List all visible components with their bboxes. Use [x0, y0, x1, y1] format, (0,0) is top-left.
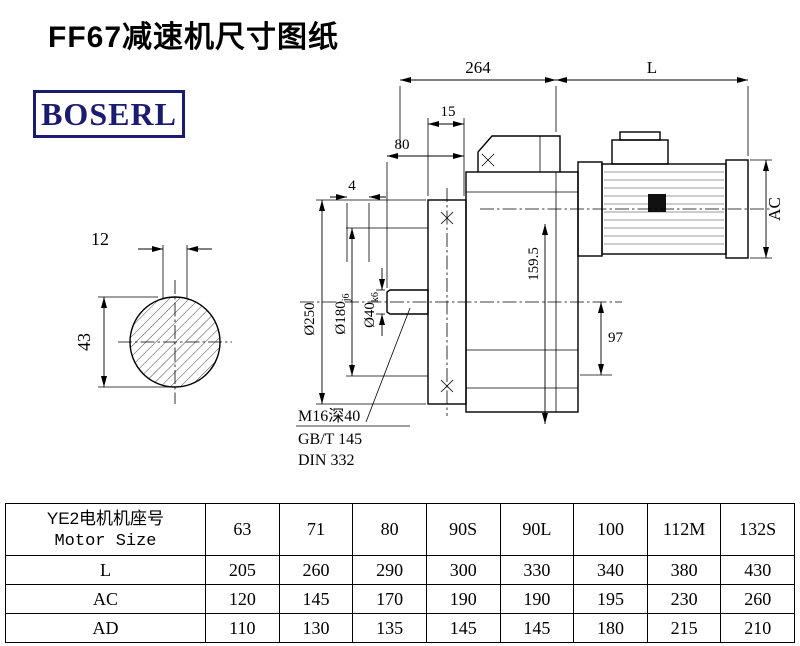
table-cell: 260: [720, 584, 795, 614]
dim-dia180-label: Ø180j6: [333, 293, 352, 334]
motor-size-table: YE2电机机座号 Motor Size 63 71 80 90S 90L 100…: [5, 503, 795, 643]
table-cell: 135: [352, 613, 427, 643]
dim-43-label: 43: [74, 333, 94, 351]
dim-AC-label: AC: [765, 197, 784, 221]
note-gbt-label: GB/T 145: [298, 431, 362, 448]
dim-shaft-height: 43: [74, 296, 170, 388]
dim-dia40: Ø40k6: [362, 268, 385, 336]
column-header: 100: [573, 503, 648, 556]
motor-nameplate: [648, 194, 666, 212]
note-din-label: DIN 332: [298, 452, 354, 469]
dim-L-label: L: [647, 58, 657, 77]
row-label: AC: [5, 584, 206, 614]
dim-97: 97: [580, 302, 624, 376]
dim-12-label: 12: [91, 229, 109, 249]
table-cell: 380: [646, 555, 722, 585]
dim-dia250-label: Ø250: [302, 302, 318, 335]
dim-80-label: 80: [395, 137, 410, 153]
table-row-AC: AC 120 145 170 190 190 195 230 260: [5, 584, 795, 614]
gear-housing: [465, 171, 579, 413]
table-cell: 145: [425, 613, 501, 643]
shaft-section-view: 12 43: [74, 229, 232, 404]
fan-cover: [725, 159, 749, 259]
dim-264-label: 264: [465, 58, 491, 77]
table-cell: 110: [205, 613, 280, 643]
table-cell: 195: [573, 584, 648, 614]
table-cell: 170: [352, 584, 427, 614]
column-header: 90L: [499, 503, 575, 556]
column-header: 132S: [720, 503, 795, 556]
dimension-annotations: 264 L 15 80: [296, 58, 784, 469]
dim-97-label: 97: [608, 330, 624, 346]
table-cell: 290: [352, 555, 427, 585]
terminal-box: [611, 139, 669, 165]
dim-15: 15: [427, 104, 465, 196]
table-cell: 330: [499, 555, 575, 585]
drawing-svg: 12 43: [74, 58, 784, 469]
dim-AC: AC: [750, 159, 784, 259]
column-header: 90S: [425, 503, 501, 556]
table-cell: 190: [499, 584, 575, 614]
column-header: 112M: [646, 503, 722, 556]
dim-80: 80: [386, 137, 464, 288]
table-cell: 340: [573, 555, 648, 585]
table-row-L: L 205 260 290 300 330 340 380 430: [5, 555, 795, 585]
header-motor-size: YE2电机机座号 Motor Size: [5, 503, 206, 556]
dim-dia180: Ø180j6: [333, 227, 428, 377]
dim-159-5: 159.5: [526, 224, 548, 424]
motor-view: [577, 131, 749, 259]
dim-dia250: Ø250: [302, 199, 426, 405]
header-line1: YE2电机机座号: [46, 508, 165, 528]
table-cell: 230: [646, 584, 722, 614]
thread-note: M16深40 GB/T 145 DIN 332: [296, 307, 411, 469]
table-cell: 190: [425, 584, 501, 614]
row-label: AD: [5, 613, 206, 643]
table-cell: 260: [278, 555, 354, 585]
technical-drawing: 12 43: [0, 52, 800, 498]
motor-fins: [604, 171, 724, 245]
table-cell: 180: [573, 613, 648, 643]
brand-logo: BOSERL: [33, 90, 185, 138]
dim-15-label: 15: [441, 104, 456, 120]
dim-159-5-label: 159.5: [526, 247, 542, 281]
reducer-side-view: [386, 135, 579, 413]
table-header-row: YE2电机机座号 Motor Size 63 71 80 90S 90L 100…: [5, 503, 795, 556]
note-thread-label: M16深40: [298, 407, 360, 425]
table-cell: 130: [278, 613, 354, 643]
table-cell: 145: [278, 584, 354, 614]
dia40-fit: k6: [370, 292, 381, 302]
table-cell: 120: [205, 584, 280, 614]
terminal-box-lid: [619, 131, 661, 141]
row-label: L: [5, 555, 206, 585]
table-cell: 205: [205, 555, 280, 585]
brand-logo-text: BOSERL: [41, 95, 177, 132]
column-header: 80: [352, 503, 427, 556]
bolt-hole-mark-housing: [481, 153, 495, 167]
dim-4-label: 4: [348, 178, 356, 194]
dia180-fit: j6: [341, 293, 352, 302]
table-cell: 300: [425, 555, 501, 585]
dia180-value: Ø180: [333, 301, 349, 334]
table-cell: 145: [499, 613, 575, 643]
dim-keyway-width: 12: [91, 229, 212, 252]
dim-264: 264 L: [399, 58, 749, 156]
table-cell: 215: [646, 613, 722, 643]
table-row-AD: AD 110 130 135 145 145 180 215 210: [5, 613, 795, 643]
column-header: 71: [278, 503, 354, 556]
dim-4: 4: [330, 178, 386, 262]
header-line2: Motor Size: [54, 531, 157, 551]
column-header: 63: [205, 503, 280, 556]
dim-dia40-label: Ø40k6: [362, 292, 381, 328]
page-title: FF67减速机尺寸图纸: [48, 21, 340, 54]
gear-housing-top: [477, 135, 561, 172]
dia40-value: Ø40: [362, 302, 378, 328]
table-cell: 210: [720, 613, 795, 643]
table-cell: 430: [720, 555, 795, 585]
